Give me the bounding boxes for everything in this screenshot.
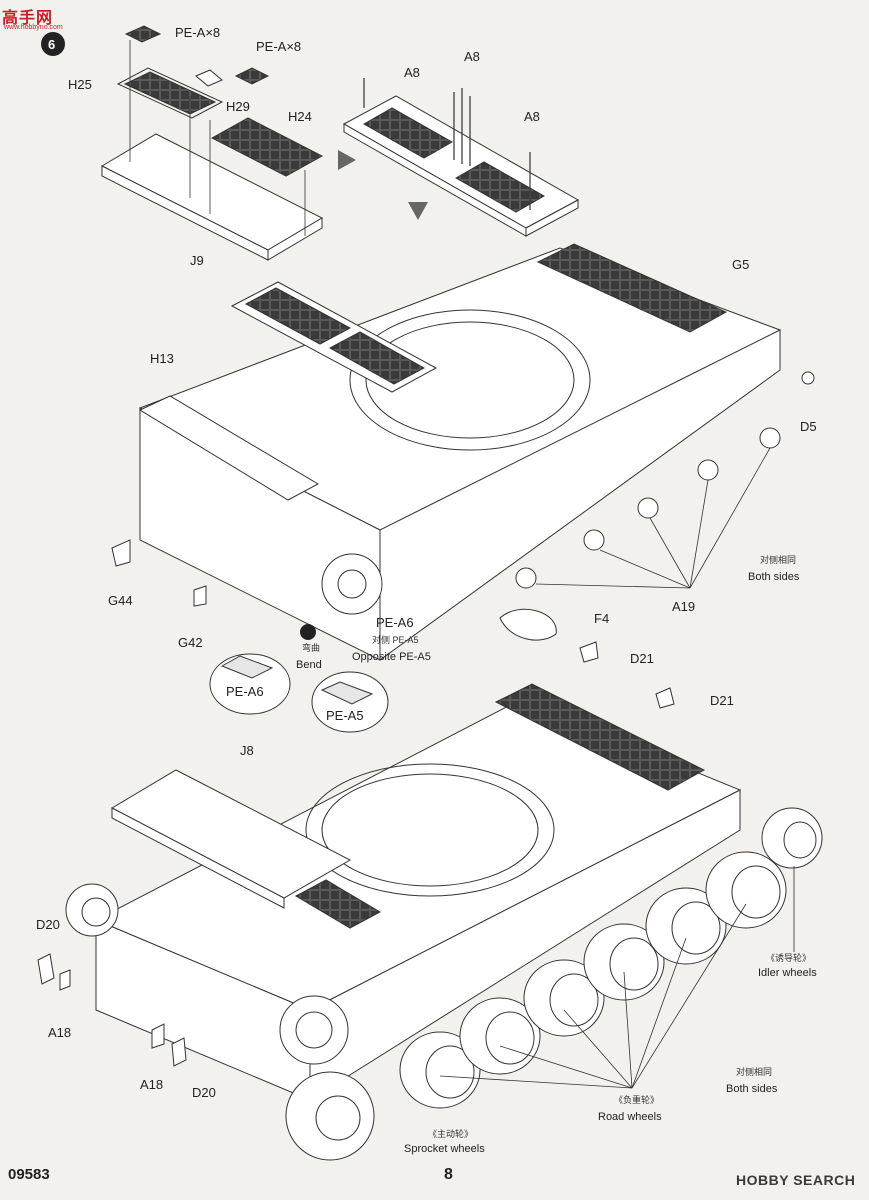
label-both-sides-upper: Both sides (748, 571, 800, 583)
lower-track-blocks (494, 683, 706, 791)
a19-leader-lines (535, 447, 771, 589)
f4-part (499, 608, 557, 641)
label-opposite: Opposite PE-A5 (352, 651, 431, 663)
label-idler-cn: 《诱导轮》 (766, 953, 812, 963)
h13-part (138, 395, 320, 501)
site-logo: 高手网 (2, 10, 54, 27)
j9-deck-plate (100, 133, 324, 261)
a8-deck-assembly (342, 95, 580, 237)
label-d21-1: D21 (630, 651, 654, 666)
g44-g42 (111, 539, 207, 607)
label-d5: D5 (800, 419, 817, 434)
label-both-sides-cn-lower: 对侧相同 (736, 1067, 773, 1077)
bubble-label-pe-a6: PE-A6 (226, 684, 264, 699)
pe-a-mesh-1 (124, 25, 162, 43)
h29-part (195, 69, 223, 87)
label-a18-2: A18 (140, 1077, 164, 1092)
label-a8-2: A8 (464, 49, 480, 64)
lower-hull (94, 699, 742, 1101)
page-number: 8 (444, 1166, 453, 1183)
bubble-label-pe-a5: PE-A5 (326, 708, 364, 723)
h25-grille-frame (116, 67, 224, 119)
d20-a18-parts (37, 641, 675, 1067)
h24-grille (210, 117, 324, 177)
step-circle (41, 32, 65, 56)
label-g44: G44 (108, 593, 133, 608)
j8-plate (110, 769, 352, 909)
label-both-sides-lower: Both sides (726, 1083, 778, 1095)
label-g42: G42 (178, 635, 203, 650)
sprocket-wheels (65, 883, 375, 1161)
label-road-cn: 《负重轮》 (614, 1095, 660, 1105)
label-f4: F4 (594, 611, 610, 626)
label-h29: H29 (226, 99, 250, 114)
label-d20-1: D20 (36, 917, 60, 932)
upper-track-blocks (536, 243, 728, 333)
label-road: Road wheels (598, 1111, 662, 1123)
upper-engine-grille (230, 281, 438, 393)
label-idler: Idler wheels (758, 967, 817, 979)
label-a18-1: A18 (48, 1025, 72, 1040)
label-sprocket: Sprocket wheels (404, 1143, 485, 1155)
kit-code: 09583 (8, 1166, 50, 1183)
label-opposite-cn: 对侧 PE-A5 (372, 635, 419, 645)
bend-bubbles (209, 653, 389, 733)
label-pe-a-x8-2: PE-A×8 (256, 39, 302, 54)
label-j9: J9 (190, 253, 204, 268)
label-a8-1: A8 (404, 65, 420, 80)
lower-engine-grille (294, 879, 382, 929)
label-pe-a-x8-1: PE-A×8 (175, 25, 221, 40)
lower-leader-lines (439, 866, 795, 1089)
label-h24: H24 (288, 109, 312, 124)
upper-wheels (321, 371, 815, 615)
pe-a-mesh-2 (234, 67, 270, 85)
bend-icon (300, 624, 316, 640)
label-g5: G5 (732, 257, 750, 272)
drop-lines (129, 40, 306, 236)
label-a8-3: A8 (524, 109, 540, 124)
a8-handles (363, 78, 531, 210)
label-bend: Bend (296, 659, 322, 671)
label-d20-2: D20 (192, 1085, 216, 1100)
lower-road-wheels (279, 807, 823, 1109)
label-bend-cn: 弯曲 (302, 643, 321, 653)
label-a19: A19 (672, 599, 696, 614)
step-number: 6 (48, 37, 56, 52)
site-logo-url: www.hobbyno.com (4, 24, 63, 31)
label-both-sides-cn-upper: 对侧相同 (760, 555, 797, 565)
label-h25: H25 (68, 77, 92, 92)
label-h13: H13 (150, 351, 174, 366)
upper-hull (138, 247, 782, 661)
guide-arrows (338, 150, 428, 220)
label-j8: J8 (240, 743, 254, 758)
label-sprocket-cn: 《主动轮》 (428, 1129, 474, 1139)
label-pe-a6: PE-A6 (376, 615, 414, 630)
hobby-search-watermark: HOBBY SEARCH (736, 1172, 856, 1188)
label-d21-2: D21 (710, 693, 734, 708)
